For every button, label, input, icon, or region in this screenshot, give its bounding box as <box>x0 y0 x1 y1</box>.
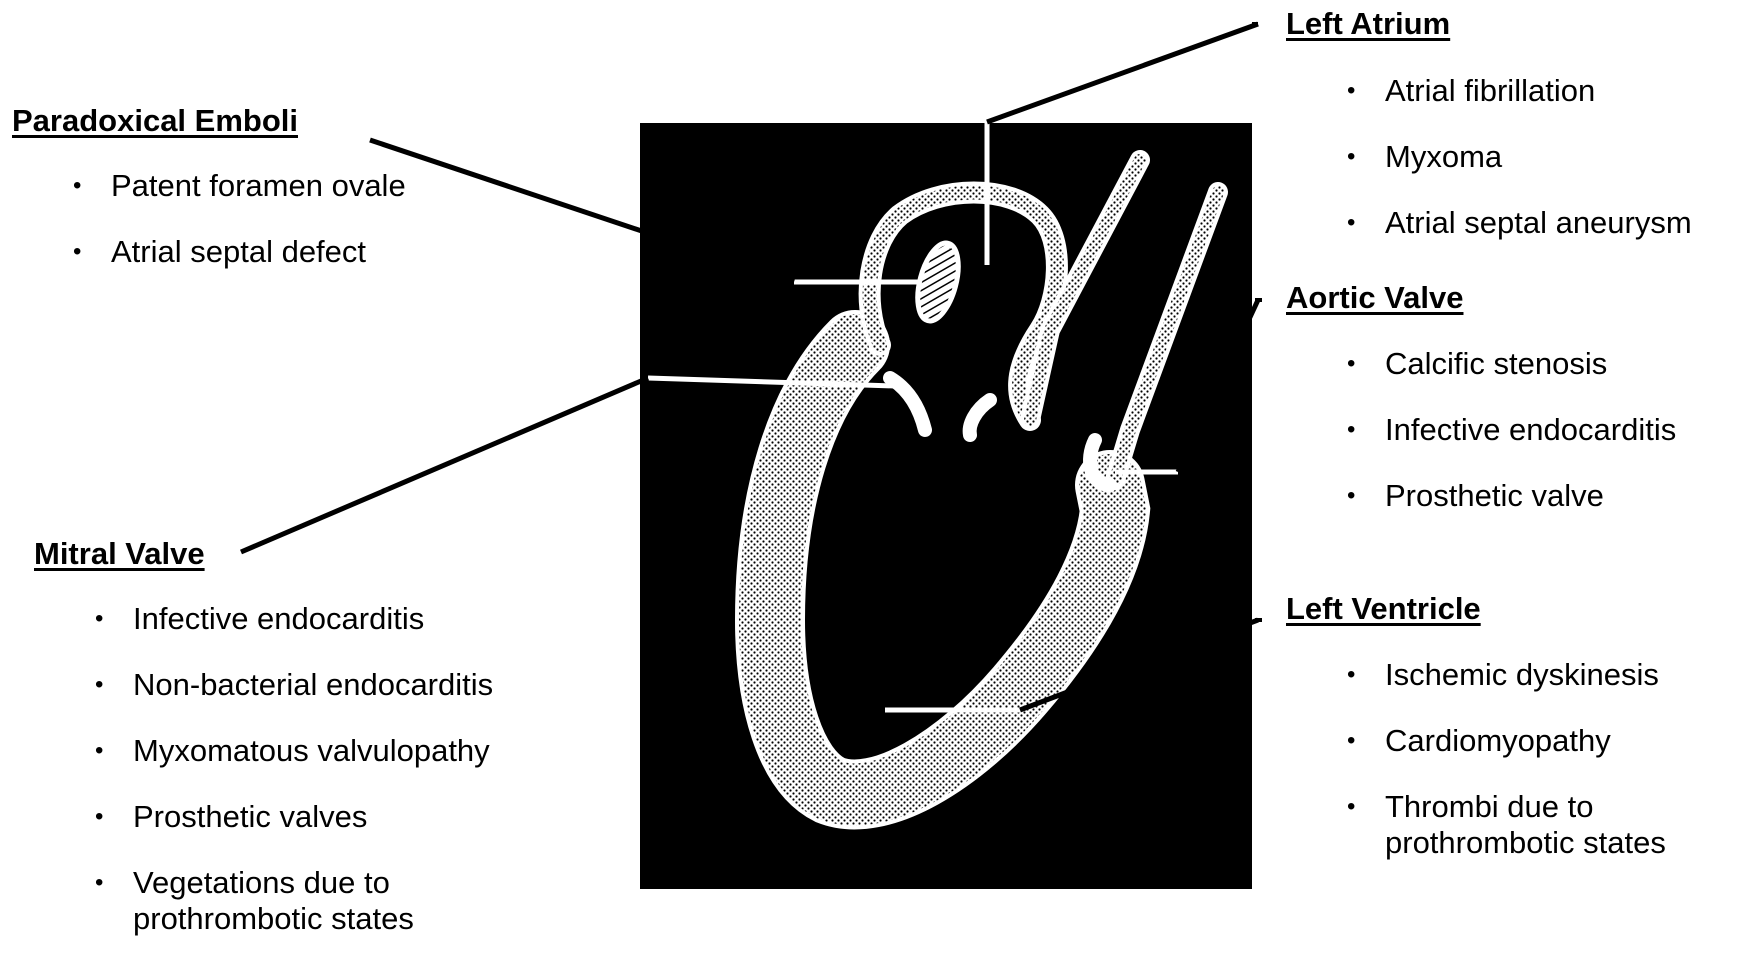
aortic-valve-heading: Aortic Valve <box>1286 280 1463 316</box>
list-item: Ischemic dyskinesis <box>1347 657 1735 693</box>
list-item: Prosthetic valves <box>95 799 493 835</box>
list-item: Atrial septal aneurysm <box>1347 205 1692 241</box>
pointer-mitral <box>241 378 648 552</box>
list-item: Calcific stenosis <box>1347 346 1676 382</box>
list-item: Vegetations due to prothrombotic states <box>95 865 473 937</box>
list-item: Infective endocarditis <box>1347 412 1676 448</box>
left-ventricle-list: Ischemic dyskinesis Cardiomyopathy Throm… <box>1347 657 1735 891</box>
mitral-valve-list: Infective endocarditis Non-bacterial end… <box>95 601 493 967</box>
list-item: Myxomatous valvulopathy <box>95 733 493 769</box>
list-item: Myxoma <box>1347 139 1692 175</box>
list-item: Patent foramen ovale <box>73 168 406 204</box>
list-item: Atrial fibrillation <box>1347 73 1692 109</box>
left-ventricle-heading: Left Ventricle <box>1286 591 1481 627</box>
paradoxical-emboli-heading: Paradoxical Emboli <box>12 103 298 139</box>
mitral-valve-heading: Mitral Valve <box>34 536 205 572</box>
list-item: Prosthetic valve <box>1347 478 1676 514</box>
list-item: Cardiomyopathy <box>1347 723 1735 759</box>
list-item: Infective endocarditis <box>95 601 493 637</box>
list-item: Non-bacterial endocarditis <box>95 667 493 703</box>
left-atrium-list: Atrial fibrillation Myxoma Atrial septal… <box>1347 73 1692 271</box>
left-atrium-heading: Left Atrium <box>1286 6 1450 42</box>
pointer-left-atrium <box>987 24 1258 122</box>
aortic-valve-list: Calcific stenosis Infective endocarditis… <box>1347 346 1676 544</box>
paradoxical-emboli-list: Patent foramen ovale Atrial septal defec… <box>73 168 406 300</box>
list-item: Atrial septal defect <box>73 234 406 270</box>
list-item: Thrombi due to prothrombotic states <box>1347 789 1735 861</box>
